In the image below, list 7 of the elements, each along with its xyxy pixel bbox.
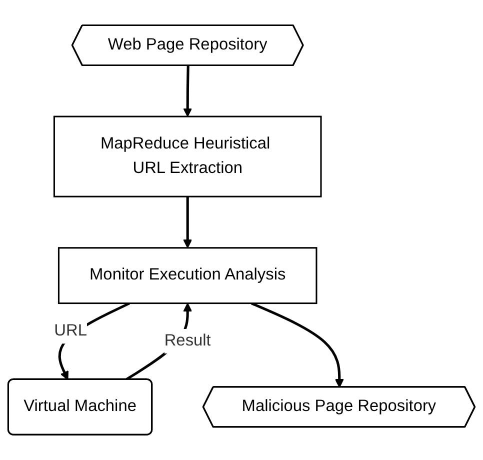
edge-label: URL xyxy=(54,322,87,340)
arrow xyxy=(250,302,344,388)
arrow xyxy=(183,196,192,248)
arrow xyxy=(183,66,192,118)
node-box: Monitor Execution Analysis xyxy=(58,247,318,304)
edge-label: Result xyxy=(164,332,211,350)
node-box: MapReduce Heuristical URL Extraction xyxy=(53,116,322,198)
